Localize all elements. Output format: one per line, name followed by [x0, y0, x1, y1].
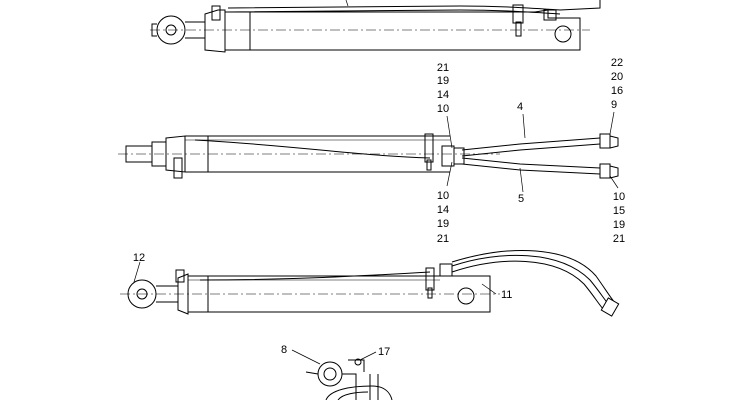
cylinder-top: [150, 0, 601, 53]
callout-10-bottom: 10: [437, 190, 449, 202]
callout-11: 11: [501, 289, 512, 301]
callout-10-right: 10: [613, 191, 625, 203]
callout-12: 12: [133, 252, 145, 264]
callout-16: 16: [611, 85, 623, 97]
cylinder-lower: [120, 250, 620, 317]
leader-lines: [133, 111, 619, 365]
callout-19-bottom: 19: [437, 218, 449, 230]
callout-21-bottom: 21: [437, 233, 449, 245]
callout-19-top: 19: [437, 75, 449, 87]
callout-21-top: 21: [437, 62, 449, 74]
callout-10-top: 10: [437, 103, 449, 115]
cylinder-middle: [118, 133, 619, 179]
callout-20: 20: [611, 71, 623, 83]
callout-8: 8: [281, 344, 287, 356]
clamp-detail: [305, 358, 393, 400]
callout-19-right: 19: [613, 219, 625, 231]
callout-21-right: 21: [613, 233, 625, 245]
callout-9: 9: [611, 99, 617, 111]
callout-22: 22: [611, 57, 623, 69]
callout-14-top: 14: [437, 89, 449, 101]
callout-hose-5: 5: [518, 193, 524, 205]
callout-labels: 21 19 14 10 4 22 20 16 9 10 14 19 21 5 1…: [133, 57, 625, 358]
callout-15: 15: [613, 205, 625, 217]
callout-14-bottom: 14: [437, 204, 449, 216]
callout-hose-4: 4: [517, 101, 523, 113]
callout-17: 17: [378, 346, 390, 358]
